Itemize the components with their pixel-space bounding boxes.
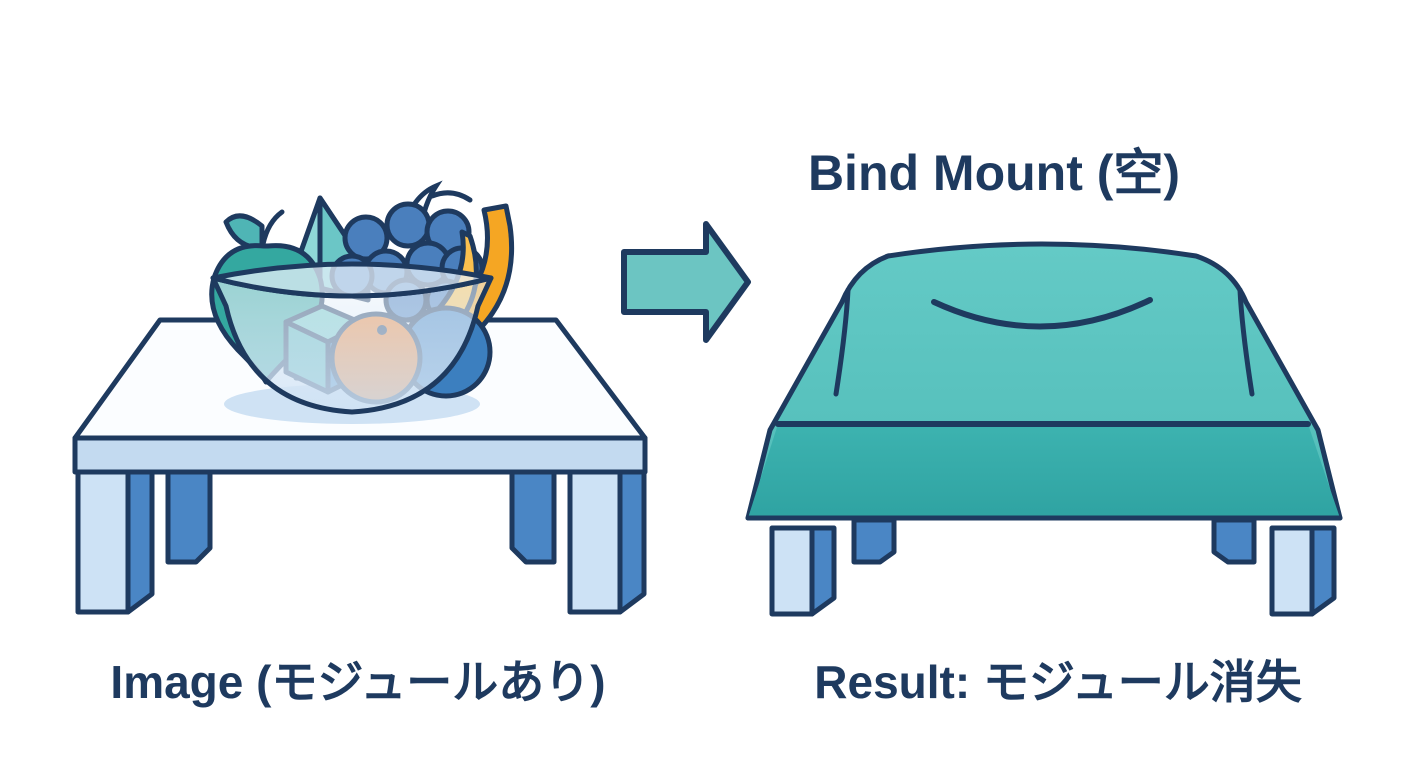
cloth-skirt bbox=[748, 424, 1340, 518]
arrow-right-icon bbox=[621, 221, 751, 343]
covered-leg-front-right-side bbox=[1309, 525, 1337, 617]
table-apron bbox=[72, 435, 648, 475]
covered-leg-front-right-face bbox=[1269, 525, 1315, 617]
covered-leg-front-left-side bbox=[809, 525, 837, 617]
apple-stem bbox=[260, 209, 285, 247]
table-leg-front-right-side bbox=[617, 469, 647, 615]
covered-table-front-legs bbox=[769, 525, 1337, 617]
bowl-rim bbox=[210, 261, 494, 299]
covered-table-leg-back-left bbox=[851, 517, 897, 565]
covered-table-leg-back-right bbox=[1211, 517, 1257, 565]
table-back-legs bbox=[165, 457, 557, 565]
table-leg-front-left-side bbox=[125, 469, 155, 615]
cloth-fold-right bbox=[1237, 287, 1255, 397]
left-illustration bbox=[72, 180, 648, 615]
cloth-fold-left bbox=[833, 287, 851, 397]
table-leg-back-left bbox=[165, 457, 213, 565]
right-illustration bbox=[745, 241, 1343, 617]
covered-leg-front-left-face bbox=[769, 525, 815, 617]
label-result-right: Result: モジュール消失 bbox=[814, 656, 1302, 708]
fruit-bowl bbox=[210, 261, 494, 415]
table-leg-front-right-face bbox=[567, 469, 623, 615]
cloth-crease bbox=[931, 297, 1153, 330]
table-leg-back-right bbox=[509, 457, 557, 565]
grape-stem-branch bbox=[429, 190, 473, 203]
table-front-legs bbox=[75, 469, 647, 615]
table-leg-front-left-face bbox=[75, 469, 131, 615]
title-bind-mount: Bind Mount (空) bbox=[808, 145, 1180, 201]
label-image-left: Image (モジュールあり) bbox=[110, 656, 605, 708]
